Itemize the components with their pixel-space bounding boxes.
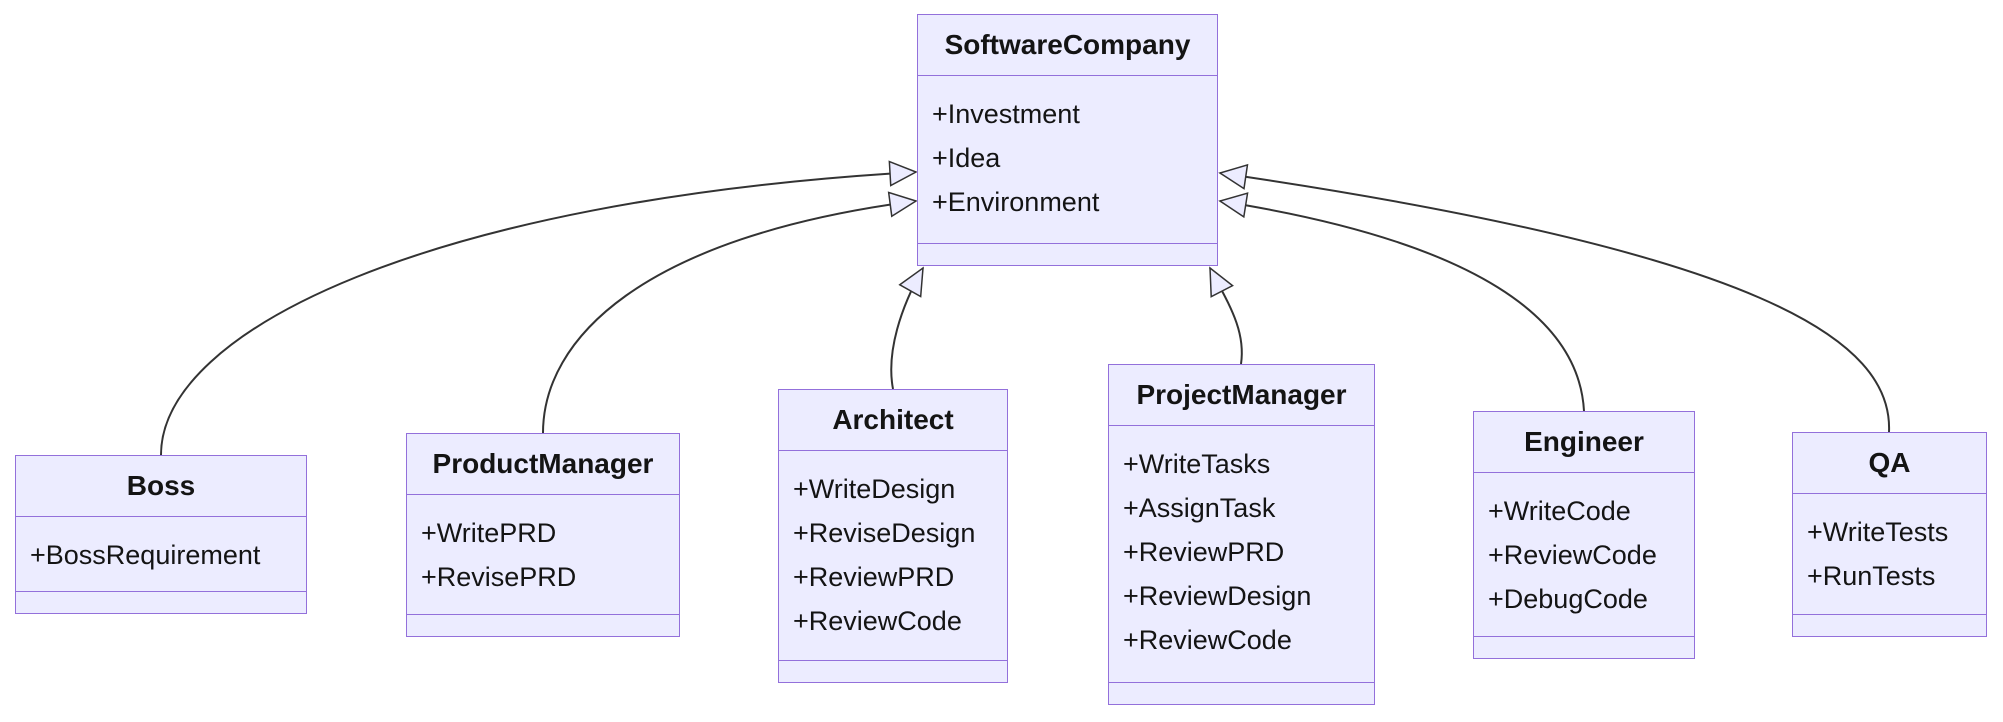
class-member: +WriteDesign [793, 474, 956, 504]
inheritance-edge-qa [1218, 163, 1891, 433]
class-members: +WriteCode +ReviewCode +DebugCode [1474, 473, 1694, 636]
class-node-boss: Boss +BossRequirement [15, 455, 307, 614]
class-methods-empty [407, 614, 679, 636]
class-member: +Investment [932, 99, 1080, 129]
class-member: +WriteTests [1807, 517, 1949, 547]
class-member: +ReviseDesign [793, 518, 976, 548]
class-members: +WriteTasks +AssignTask +ReviewPRD +Revi… [1109, 426, 1374, 682]
class-node-projectmanager: ProjectManager +WriteTasks +AssignTask +… [1108, 364, 1375, 705]
class-member: +ReviewDesign [1123, 581, 1312, 611]
class-member: +BossRequirement [30, 540, 261, 570]
class-title: QA [1793, 433, 1986, 494]
inheritance-edge-productmanager [542, 191, 918, 434]
class-node-softwarecompany: SoftwareCompany +Investment +Idea +Envir… [917, 14, 1218, 266]
class-members: +WritePRD +RevisePRD [407, 495, 679, 614]
class-members: +WriteDesign +ReviseDesign +ReviewPRD +R… [779, 451, 1007, 660]
class-node-qa: QA +WriteTests +RunTests [1792, 432, 1987, 637]
class-member: +ReviewPRD [1123, 537, 1285, 567]
class-methods-empty [1109, 682, 1374, 704]
inheritance-edge-architect [890, 266, 924, 390]
class-title: Engineer [1474, 412, 1694, 473]
class-title: Boss [16, 456, 306, 517]
class-member: +WriteTasks [1123, 449, 1271, 479]
inheritance-edge-engineer [1218, 192, 1585, 412]
class-title: SoftwareCompany [918, 15, 1217, 76]
class-member: +ReviewCode [1488, 540, 1657, 570]
class-member: +Idea [932, 143, 1001, 173]
class-members: +WriteTests +RunTests [1793, 494, 1986, 614]
class-member: +ReviewPRD [793, 562, 955, 592]
class-member: +WriteCode [1488, 496, 1631, 526]
class-member: +DebugCode [1488, 584, 1648, 614]
class-methods-empty [918, 243, 1217, 265]
class-node-architect: Architect +WriteDesign +ReviseDesign +Re… [778, 389, 1008, 683]
class-node-engineer: Engineer +WriteCode +ReviewCode +DebugCo… [1473, 411, 1695, 659]
class-member: +ReviewCode [1123, 625, 1292, 655]
inheritance-edge-boss [160, 160, 918, 456]
class-member: +AssignTask [1123, 493, 1276, 523]
class-members: +Investment +Idea +Environment [918, 76, 1217, 243]
class-members: +BossRequirement [16, 517, 306, 591]
class-methods-empty [779, 660, 1007, 682]
inheritance-edge-projectmanager [1209, 266, 1243, 365]
class-member: +Environment [932, 187, 1100, 217]
class-member: +WritePRD [421, 518, 557, 548]
class-methods-empty [1793, 614, 1986, 636]
class-title: Architect [779, 390, 1007, 451]
class-methods-empty [1474, 636, 1694, 658]
class-title: ProductManager [407, 434, 679, 495]
class-methods-empty [16, 591, 306, 613]
class-member: +RunTests [1807, 561, 1936, 591]
class-title: ProjectManager [1109, 365, 1374, 426]
class-member: +RevisePRD [421, 562, 577, 592]
class-member: +ReviewCode [793, 606, 962, 636]
class-node-productmanager: ProductManager +WritePRD +RevisePRD [406, 433, 680, 637]
